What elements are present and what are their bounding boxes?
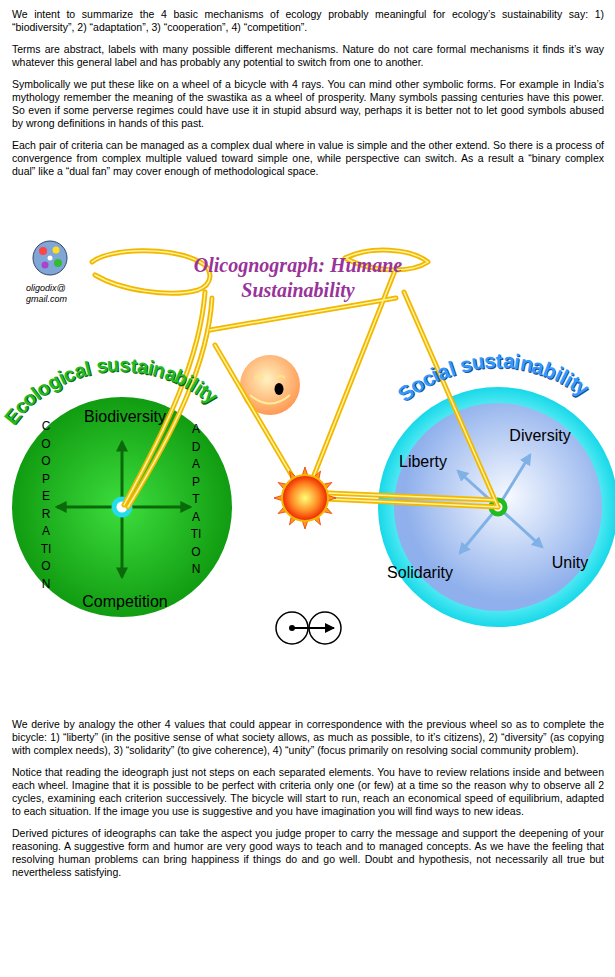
wheel-hub	[114, 499, 130, 515]
wheel-disc	[12, 397, 232, 617]
paragraph-text: Symbolically we put these like on a whee…	[12, 78, 604, 130]
criterion-label: Biodiversity	[84, 408, 166, 426]
wheel-ring	[378, 387, 615, 627]
frame-tube	[215, 345, 305, 498]
heading-letter: u	[470, 350, 486, 376]
diagram-title: Olicognograph: Humane Sustainability	[178, 253, 418, 303]
sun-ray	[312, 514, 320, 525]
frame-tube	[92, 251, 210, 293]
criterion-label: Unity	[552, 554, 588, 572]
sun-ray	[290, 514, 298, 525]
criterion-label: Competition	[82, 593, 167, 611]
frame-highlight	[92, 251, 210, 293]
frame-tube	[345, 250, 428, 270]
email-address: oligodix@ gmail.com	[26, 283, 82, 305]
frame-tube	[305, 492, 494, 500]
sun-ray	[312, 471, 320, 482]
paragraph-text: We derive by analogy the other 4 values …	[12, 718, 604, 757]
frame-tube	[128, 298, 212, 507]
frame-highlight	[305, 492, 494, 500]
frame-tube	[124, 292, 205, 505]
wheel-heading: Social sustainability	[378, 387, 615, 627]
dual-fan-symbol	[276, 612, 341, 644]
frame-tube	[404, 292, 498, 507]
frame-highlight	[305, 268, 396, 498]
vertical-label: ADAPTATION	[190, 421, 202, 579]
sun-ray	[321, 505, 332, 513]
heading-letter: t	[496, 349, 503, 373]
sun-ray	[278, 483, 289, 491]
ecology-wheel: Ecological sustainabilityBiodiversityCOO…	[12, 397, 232, 617]
frame-highlight	[128, 298, 212, 507]
paragraph-text: Terms are abstract, labels with many pos…	[12, 43, 604, 69]
paragraph-text: We intent to summarize the 4 basic mecha…	[12, 8, 604, 34]
frame-tube	[305, 498, 498, 507]
frame-highlight	[345, 250, 428, 270]
sun-ray	[302, 519, 309, 529]
frame-highlight	[404, 292, 498, 507]
sun-ray	[326, 495, 336, 502]
smiley-face	[240, 355, 300, 415]
heading-letter: s	[119, 353, 131, 376]
sun-ray	[302, 467, 309, 477]
frame-highlight	[210, 298, 396, 330]
frame-tube	[305, 268, 396, 498]
criterion-label: Solidarity	[387, 564, 453, 582]
criterion-label: Liberty	[399, 453, 447, 471]
chainring-sun	[282, 475, 328, 521]
paragraph-text: Derived pictures of ideographs can take …	[12, 827, 604, 879]
frame-highlight	[305, 498, 498, 507]
wheel-outline	[378, 387, 615, 627]
sun-ray	[321, 483, 332, 491]
vertical-label: COOPERATION	[40, 418, 52, 593]
sun-ray	[274, 495, 284, 502]
criterion-label: Diversity	[509, 427, 570, 445]
heading-letter: s	[483, 349, 496, 374]
sun-ray	[290, 471, 298, 482]
closing-text: We derive by analogy the other 4 values …	[12, 718, 604, 888]
frame-highlight	[124, 292, 205, 505]
frame-highlight	[215, 345, 305, 498]
heading-letter: u	[106, 353, 120, 377]
paragraph-text: Each pair of criteria can be managed as …	[12, 139, 604, 178]
society-wheel: Social sustainabilityDiversityLibertySol…	[378, 387, 615, 627]
intro-text: We intent to summarize the 4 basic mecha…	[12, 8, 604, 187]
frame-tube	[210, 298, 396, 330]
sun-ray	[278, 505, 289, 513]
logo-icon	[33, 241, 67, 275]
paragraph-text: Notice that reading the ideograph just n…	[12, 766, 604, 818]
wheel-hub	[491, 500, 505, 514]
